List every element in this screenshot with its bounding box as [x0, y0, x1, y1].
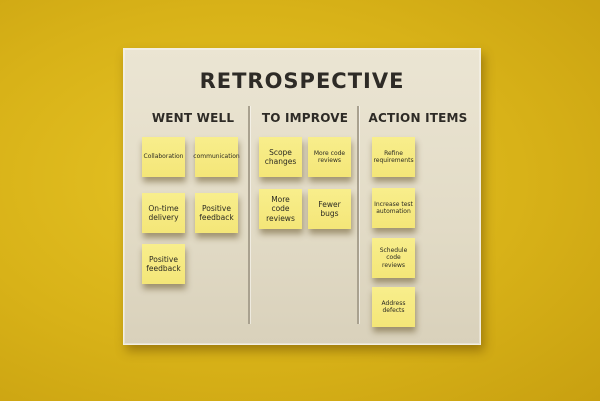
sticky-note[interactable]: Positive feedback — [142, 244, 185, 284]
sticky-note[interactable]: Refine requirements — [372, 137, 415, 177]
sticky-note[interactable]: On-time delivery — [142, 193, 185, 233]
column-heading-action-items: ACTION ITEMS — [368, 111, 468, 125]
sticky-note[interactable]: Collaboration — [142, 137, 185, 177]
sticky-note[interactable]: Scope changes — [259, 137, 302, 177]
sticky-note[interactable]: communication — [193, 137, 240, 177]
column-divider — [357, 106, 359, 324]
column-heading-to-improve: TO IMPROVE — [261, 111, 349, 125]
board-title: RETROSPECTIVE — [199, 69, 405, 93]
sticky-note[interactable]: More code reviews — [308, 137, 351, 177]
sticky-note[interactable]: Address defects — [372, 287, 415, 327]
sticky-note[interactable]: More code reviews — [259, 189, 302, 229]
column-heading-went-well: WENT WELL — [151, 111, 235, 125]
sticky-note[interactable]: Positive feedback — [195, 193, 238, 233]
sticky-note[interactable]: Fewer bugs — [308, 189, 351, 229]
sticky-note[interactable]: Increase test automation — [372, 188, 415, 228]
retrospective-board: RETROSPECTIVE WENT WELL TO IMPROVE ACTIO… — [123, 48, 481, 345]
sticky-note[interactable]: Schedule code reviews — [372, 238, 415, 278]
column-divider — [248, 106, 250, 324]
